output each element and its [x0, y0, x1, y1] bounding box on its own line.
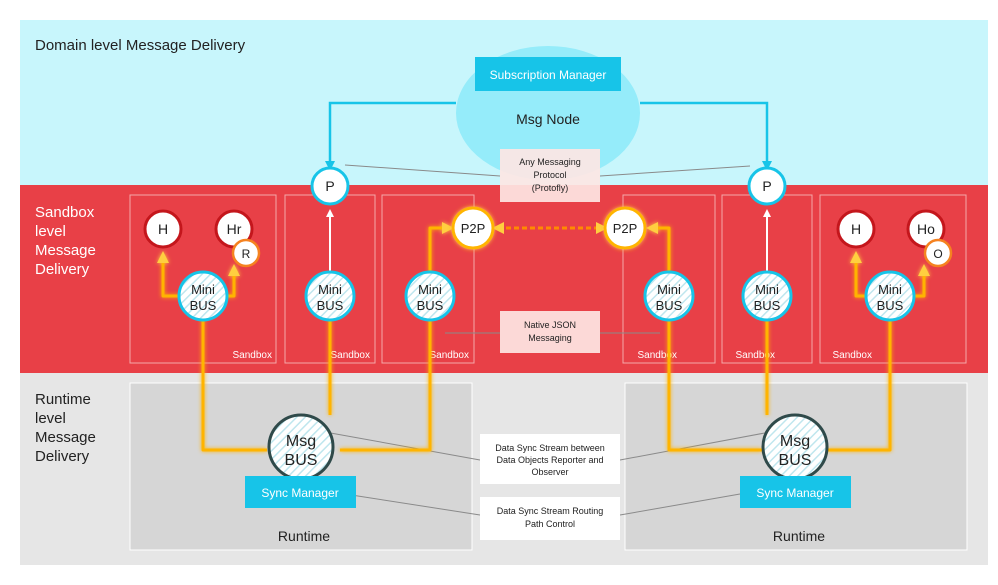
minibus-4-line-2: BUS — [656, 298, 683, 313]
r-node-label: R — [242, 247, 251, 261]
msg-node-label: Msg Node — [516, 111, 580, 127]
sandbox-label-2: Sandbox — [331, 350, 370, 361]
r-node: R — [231, 238, 261, 268]
minibus-5-line-1: Mini — [755, 282, 779, 297]
protocol-note — [500, 149, 600, 202]
p2p-node-right: P2P — [603, 206, 647, 250]
msgbus-left: Msg BUS — [267, 413, 335, 481]
sandbox-label-4: Sandbox — [638, 350, 677, 361]
minibus-1: Mini BUS — [177, 270, 229, 322]
sandbox-layer-title-2: level — [35, 223, 66, 240]
msgbus-left-line-2: BUS — [285, 452, 318, 469]
ho-node-label: Ho — [917, 221, 935, 237]
data-sync-stream-line-3: Observer — [531, 467, 568, 477]
sandbox-layer-title-1: Sandbox — [35, 204, 95, 221]
minibus-1-line-1: Mini — [191, 282, 215, 297]
minibus-3-line-2: BUS — [417, 298, 444, 313]
data-sync-stream-line-2: Data Objects Reporter and — [496, 455, 603, 465]
minibus-4-line-1: Mini — [657, 282, 681, 297]
sync-manager-left-label: Sync Manager — [261, 486, 338, 500]
sandbox-layer-title-4: Delivery — [35, 261, 90, 278]
h-node-left-label: H — [158, 221, 168, 237]
domain-layer-title: Domain level Message Delivery — [35, 37, 246, 54]
runtime-box-left — [129, 382, 473, 551]
runtime-label-right: Runtime — [773, 528, 825, 544]
msgbus-right-line-2: BUS — [779, 452, 812, 469]
data-sync-routing-line-2: Path Control — [525, 519, 575, 529]
subscription-manager-label: Subscription Manager — [490, 68, 607, 82]
msgbus-right: Msg BUS — [761, 413, 829, 481]
subscription-manager — [475, 57, 621, 91]
p2p-node-left: P2P — [451, 206, 495, 250]
native-json-note-line-1: Native JSON — [524, 320, 576, 330]
h-node-right-label: H — [851, 221, 861, 237]
msgbus-left-line-1: Msg — [286, 433, 316, 450]
sandbox-label-1: Sandbox — [233, 350, 272, 361]
sandbox-label-3: Sandbox — [430, 350, 469, 361]
minibus-6: Mini BUS — [864, 270, 916, 322]
sandbox-label-6: Sandbox — [833, 350, 872, 361]
p2p-node-left-label: P2P — [461, 221, 486, 236]
o-node: O — [923, 238, 953, 268]
minibus-6-line-2: BUS — [877, 298, 904, 313]
hr-node: Hr — [214, 209, 254, 249]
minibus-3-line-1: Mini — [418, 282, 442, 297]
runtime-layer-title-2: level — [35, 410, 66, 427]
minibus-6-line-1: Mini — [878, 282, 902, 297]
p-node-right: P — [747, 166, 787, 206]
runtime-layer-title-3: Message — [35, 429, 96, 446]
o-node-label: O — [933, 247, 942, 261]
hr-node-label: Hr — [227, 221, 242, 237]
sync-manager-right-label: Sync Manager — [756, 486, 833, 500]
p-node-left-label: P — [325, 178, 334, 194]
minibus-5: Mini BUS — [741, 270, 793, 322]
p-node-right-label: P — [762, 178, 771, 194]
data-sync-stream-line-1: Data Sync Stream between — [495, 443, 605, 453]
protocol-note-line-1: Any Messaging — [519, 157, 581, 167]
data-sync-stream-note — [480, 434, 620, 484]
runtime-layer-title-1: Runtime — [35, 391, 91, 408]
native-json-note — [500, 311, 600, 353]
data-sync-routing-note — [480, 497, 620, 540]
minibus-2-line-2: BUS — [317, 298, 344, 313]
ho-node: Ho — [906, 209, 946, 249]
p2p-node-right-label: P2P — [613, 221, 638, 236]
runtime-layer-title-4: Delivery — [35, 448, 90, 465]
runtime-label-left: Runtime — [278, 528, 330, 544]
protocol-note-line-3: (Protofly) — [532, 183, 569, 193]
sandbox-label-5: Sandbox — [736, 350, 775, 361]
minibus-2-line-1: Mini — [318, 282, 342, 297]
sandbox-layer-title-3: Message — [35, 242, 96, 259]
native-json-note-line-2: Messaging — [528, 333, 572, 343]
minibus-4: Mini BUS — [643, 270, 695, 322]
minibus-5-line-2: BUS — [754, 298, 781, 313]
data-sync-routing-line-1: Data Sync Stream Routing — [497, 506, 604, 516]
minibus-1-line-2: BUS — [190, 298, 217, 313]
sync-manager-right — [740, 476, 851, 508]
h-node-right: H — [836, 209, 876, 249]
protocol-note-line-2: Protocol — [533, 170, 566, 180]
minibus-3: Mini BUS — [404, 270, 456, 322]
minibus-2: Mini BUS — [304, 270, 356, 322]
h-node-left: H — [143, 209, 183, 249]
msgbus-right-line-1: Msg — [780, 433, 810, 450]
p-node-left: P — [310, 166, 350, 206]
sync-manager-left — [245, 476, 356, 508]
